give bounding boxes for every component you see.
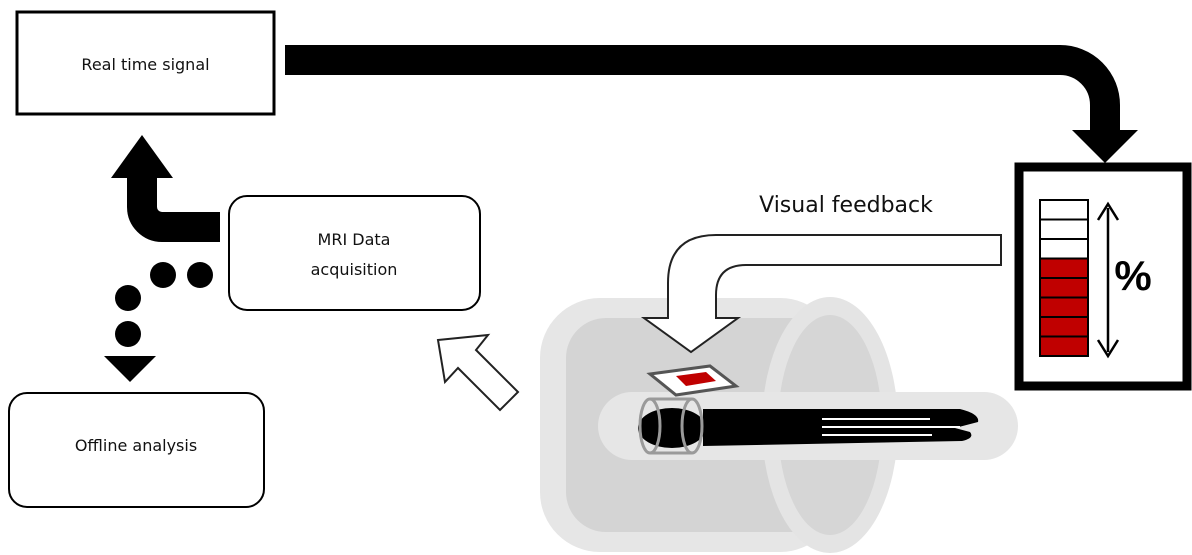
mri-to-realtime-arrow	[127, 172, 220, 242]
visual-feedback-arrow	[640, 234, 1002, 354]
mri-acquisition-label-line1: MRI Data	[318, 230, 391, 249]
meter-segment-filled	[1039, 296, 1089, 318]
meter-segment-empty	[1039, 238, 1089, 260]
feedback-screen-icon	[646, 364, 740, 397]
meter-segment-filled	[1039, 257, 1089, 279]
mri-acquisition-box	[228, 195, 481, 311]
meter-segment-empty	[1039, 218, 1089, 240]
realtime-signal-box	[15, 10, 276, 116]
signal-to-meter-arrow	[285, 45, 1120, 135]
mri-acquisition-label-line2: acquisition	[311, 260, 398, 279]
percent-symbol: %	[1114, 252, 1151, 299]
scanner-to-mri-hollow-arrow	[436, 333, 520, 412]
meter-bar	[1039, 199, 1089, 357]
mri-to-realtime-arrowhead	[111, 135, 173, 178]
meter-segment-filled	[1039, 335, 1089, 357]
meter-range-arrow-icon	[1096, 201, 1120, 359]
offline-analysis-label: Offline analysis	[75, 436, 197, 455]
meter-segment-filled	[1039, 316, 1089, 338]
patient-figure	[638, 408, 979, 448]
head-coil-icon	[638, 397, 704, 455]
dotted-offline-path	[104, 262, 213, 382]
meter-segment-empty	[1039, 199, 1089, 221]
meter-segment-filled	[1039, 277, 1089, 299]
visual-feedback-label: Visual feedback	[759, 193, 933, 218]
signal-to-meter-arrowhead	[1072, 130, 1138, 163]
realtime-signal-label: Real time signal	[81, 55, 209, 74]
offline-analysis-box	[8, 392, 265, 508]
